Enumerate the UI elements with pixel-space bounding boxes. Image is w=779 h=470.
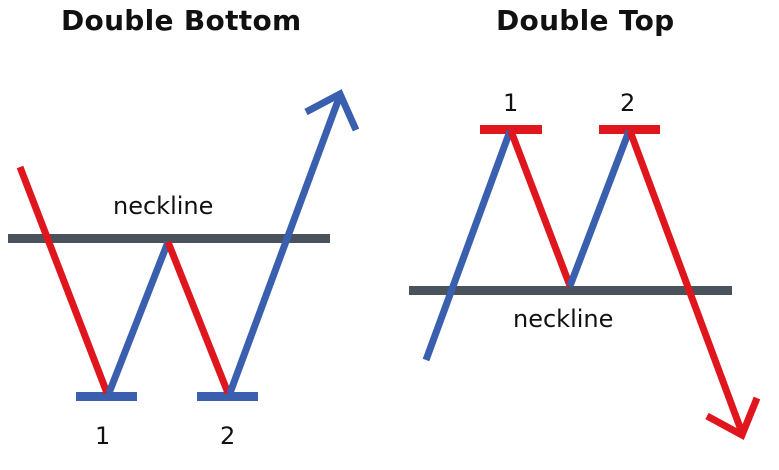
bottom-1-label: 1 [95, 422, 111, 450]
decline-2-line [164, 240, 232, 395]
top-2-label: 2 [620, 89, 636, 117]
double-top-neckline [409, 286, 732, 295]
double-top-title: Double Top [496, 4, 675, 37]
bottom-2-bar [197, 392, 258, 401]
arrow-down-icon [705, 396, 761, 440]
breakdown-line [626, 129, 745, 432]
top-2-bar [599, 125, 660, 134]
bottom-1-bar [76, 392, 137, 401]
double-top-neckline-label: neckline [513, 305, 614, 333]
breakout-up-line [226, 96, 343, 395]
double-bottom-neckline-label: neckline [113, 192, 214, 220]
decline-1-line [16, 165, 111, 395]
rally-1-line [105, 240, 172, 395]
rise-1-line [422, 129, 514, 362]
arrow-up-icon [304, 89, 360, 132]
top-1-label: 1 [503, 89, 519, 117]
rise-2-line [566, 129, 633, 288]
bottom-2-label: 2 [220, 422, 236, 450]
drop-1-line [507, 129, 574, 288]
top-1-bar [480, 125, 542, 134]
double-bottom-neckline [8, 234, 330, 243]
double-bottom-title: Double Bottom [61, 4, 302, 37]
